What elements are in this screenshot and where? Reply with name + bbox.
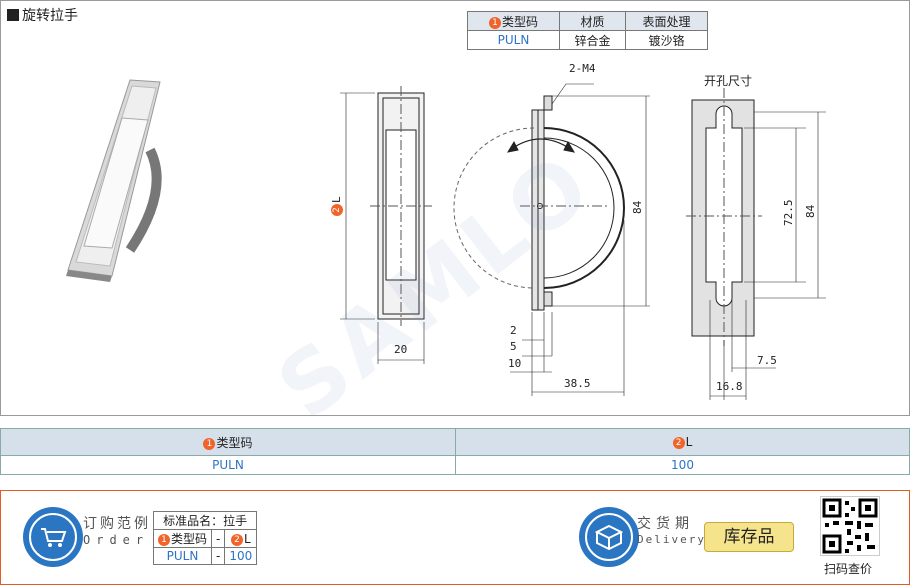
dim-84-hole: 84 — [804, 204, 817, 218]
number-2-badge: 2 — [672, 437, 685, 449]
order-sub: Order — [83, 533, 150, 547]
delivery-label: 交货期 — [637, 516, 694, 532]
dim-cell-type: PULN — [0, 455, 456, 475]
in-stock-badge[interactable]: 库存品 — [704, 522, 794, 552]
delivery-box-icon — [579, 507, 639, 567]
dim-2m4: 2-M4 — [569, 62, 596, 75]
spec-header-material: 材质 — [559, 11, 626, 31]
dim-cell-l: 100 — [455, 455, 910, 475]
spec-cell-material: 锌合金 — [559, 30, 626, 50]
cart-icon — [23, 507, 83, 567]
dim-84-side: 84 — [631, 200, 644, 214]
dim-10: 10 — [508, 357, 522, 370]
dim-2: 2 — [510, 324, 517, 337]
title-square-icon — [7, 9, 19, 21]
delivery-sub: Delivery — [637, 533, 706, 546]
technical-drawing — [66, 79, 826, 400]
product-image — [66, 79, 162, 282]
dim-20: 20 — [394, 343, 408, 356]
dim-5: 5 — [510, 340, 517, 353]
spec-header-finish: 表面处理 — [625, 11, 708, 31]
dim-l-label: 2L — [330, 196, 343, 216]
front-view — [340, 86, 432, 364]
qr-code-icon[interactable] — [820, 496, 880, 556]
side-view — [453, 83, 650, 396]
spec-cell-type: PULN — [467, 30, 560, 50]
dim-16-8: 16.8 — [716, 380, 743, 393]
spec-cell-finish: 镀沙铬 — [625, 30, 708, 50]
number-1-badge: 1 — [488, 16, 501, 29]
dim-72-5: 72.5 — [782, 199, 795, 227]
number-1-badge: 1 — [158, 534, 170, 546]
order-table-title: 标准品名：拉手 — [152, 511, 258, 530]
number-1-badge: 1 — [203, 437, 216, 450]
order-cell-dash: - — [211, 547, 226, 565]
cutout-title: 开孔尺寸 — [704, 74, 753, 88]
order-header-dash: - — [211, 529, 226, 548]
title-text: 旋转拉手 — [22, 8, 78, 24]
dim-38-5: 38.5 — [564, 377, 591, 390]
cutout-view — [686, 88, 826, 400]
order-cell-l: 100 — [224, 547, 258, 565]
qr-label: 扫码查价 — [824, 562, 873, 576]
dim-7-5: 7.5 — [757, 354, 777, 367]
order-label: 订购范例 — [83, 516, 151, 532]
number-2-badge: 2 — [230, 533, 243, 546]
page-title: 旋转拉手 — [7, 5, 78, 25]
number-2-badge: 2 — [331, 204, 343, 216]
order-cell-type: PULN — [152, 547, 213, 565]
